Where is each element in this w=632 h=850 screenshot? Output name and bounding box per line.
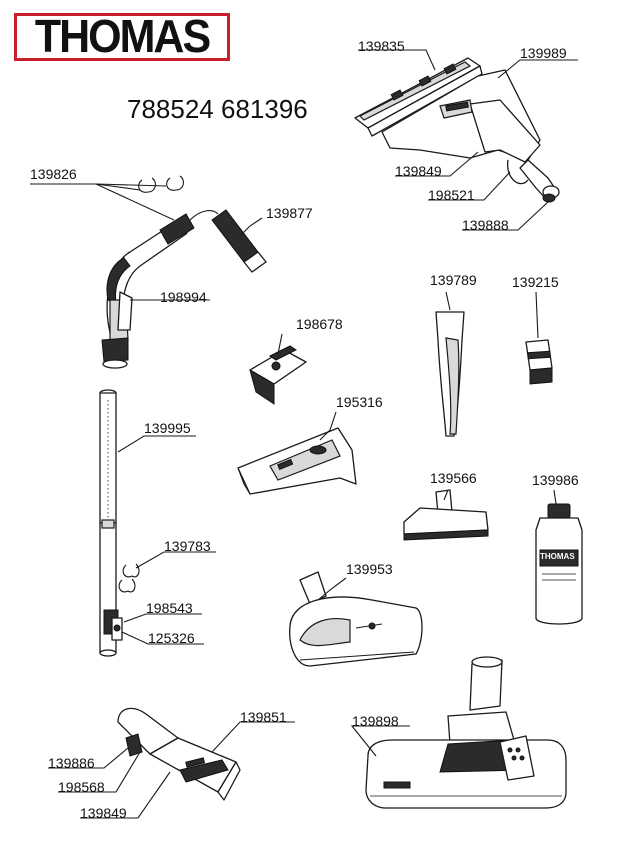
model-numbers: 788524 681396 xyxy=(127,94,308,124)
part-label-139789: 139789 xyxy=(430,272,477,288)
part-label-139835: 139835 xyxy=(358,38,405,54)
part-label-198543: 198543 xyxy=(146,600,193,616)
part-label-139783: 139783 xyxy=(164,538,211,554)
part-label-139826: 139826 xyxy=(30,166,77,182)
part-label-139849-bottom: 139849 xyxy=(80,805,127,821)
upholstery-washing-nozzle xyxy=(354,57,560,203)
part-label-139851: 139851 xyxy=(240,709,287,725)
part-label-198678: 198678 xyxy=(296,316,343,332)
part-label-139995: 139995 xyxy=(144,420,191,436)
crevice-tool xyxy=(435,311,465,437)
combination-floor-nozzle xyxy=(365,656,567,809)
part-label-139886: 139886 xyxy=(48,755,95,771)
part-label-139888: 139888 xyxy=(462,217,509,233)
part-label-139215: 139215 xyxy=(512,274,559,290)
turbo-brush xyxy=(289,571,423,667)
part-label-125326: 125326 xyxy=(148,630,195,646)
hose-handle xyxy=(101,175,267,369)
telescopic-tube xyxy=(99,389,140,657)
thomas-logo: THOMAS xyxy=(14,10,230,63)
detergent-bottle xyxy=(535,503,583,625)
bottle-logo-text: THOMAS xyxy=(540,552,575,561)
leader-lines xyxy=(30,49,578,819)
part-label-139566: 139566 xyxy=(430,470,477,486)
tube-clamp xyxy=(111,617,123,641)
accessory-holder xyxy=(249,345,307,405)
part-label-198568: 198568 xyxy=(58,779,105,795)
part-label-195316: 195316 xyxy=(336,394,383,410)
part-label-139877: 139877 xyxy=(266,205,313,221)
remote-control-handle-part xyxy=(237,427,357,495)
small-brush xyxy=(525,339,553,385)
part-label-198521: 198521 xyxy=(428,187,475,203)
hard-floor-nozzle xyxy=(117,707,241,801)
part-label-139849-top: 139849 xyxy=(395,163,442,179)
upholstery-nozzle xyxy=(403,489,489,541)
part-label-139898: 139898 xyxy=(352,713,399,729)
part-label-139986: 139986 xyxy=(532,472,579,488)
part-label-198994: 198994 xyxy=(160,289,207,305)
logo-text: THOMAS xyxy=(34,10,211,63)
part-label-139953: 139953 xyxy=(346,561,393,577)
part-label-139989: 139989 xyxy=(520,45,567,61)
